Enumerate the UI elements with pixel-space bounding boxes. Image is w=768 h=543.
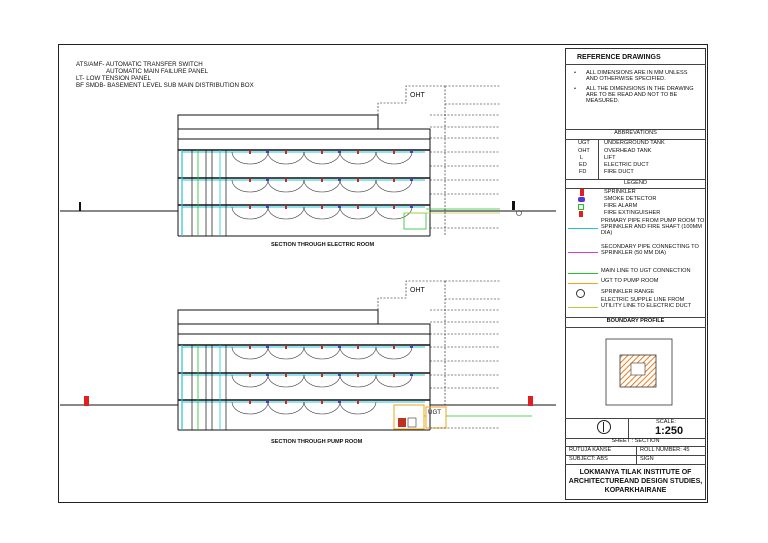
oht-label-pump: OHT [410,287,425,294]
ugt-pump-swatch [568,283,598,284]
abbr-text: LIFT [604,155,616,161]
legend-label: UGT TO PUMP ROOM [601,278,659,284]
ugt-label: UGT [428,409,442,416]
secondary-pipe-swatch [568,252,598,253]
legend-label: ELECTRIC SUPPLE LINE FROM UTILITY LINE T… [601,297,692,309]
abbr-code: UGT [578,140,590,146]
section-electric-room [60,85,556,237]
fire-alarm-icon [578,204,584,210]
abbr-text: UNDERGROUND TANK [604,140,665,146]
abbr-code: ED [579,162,587,168]
sprinkler-range-icon [576,289,585,298]
institute-name: LOKMANYA TILAK INSTITUTE OF ARCHITECTURE… [568,469,703,495]
legend-label: MAIN LINE TO UGT CONNECTION [601,268,691,274]
sprinkler-icon [580,189,584,196]
primary-pipe-swatch [568,228,598,229]
section-pump-room [60,280,556,431]
drawing-sheet [58,44,708,503]
main-line-swatch [568,273,598,274]
abbr-text: ELECTRIC DUCT [604,162,649,168]
boundary-title: BOUNDARY PROFILE [606,318,665,324]
note-ats: ATS/AMF- AUTOMATIC TRANSFER SWITCH [76,61,203,68]
legend-label: SPRINKLER [604,189,636,195]
legend-label: SMOKE DETECTOR [604,196,657,202]
abbreviations-title: ABBREVATIONS [614,130,657,136]
abbr-text: OVERHEAD TANK [604,148,652,154]
smoke-detector-icon [578,197,585,202]
reference-title: REFERENCE DRAWINGS [577,54,661,61]
sign-label: SIGN [640,456,654,462]
subject: SUBJECT: ABS [569,456,608,462]
scale-label: SCALE: [656,419,676,425]
legend-label: SECONDARY PIPE CONNECTING TO SPRINKLER (… [601,244,699,256]
legend-label: FIRE EXTINGUISHER [604,210,661,216]
reference-item: ALL DIMENSIONS ARE IN MM UNLESS AND OTHE… [586,70,688,82]
section-title-pump-room: SECTION THROUGH PUMP ROOM [271,439,363,445]
title-block [565,48,706,500]
legend-label: FIRE ALARM [604,203,638,209]
scale-value: 1:250 [655,425,684,437]
note-lt: LT- LOW TENSION PANEL [76,75,151,82]
section-title-electric-room: SECTION THROUGH ELECTRIC ROOM [271,242,375,248]
student-name: RUTUJA KANSE [569,447,612,453]
legend-label: SPRINKLER RANGE [601,289,655,295]
abbr-code: OHT [578,148,590,154]
abbr-text: FIRE DUCT [604,169,634,175]
reference-item: ALL THE DIMENSIONS IN THE DRAWING ARE TO… [586,86,694,104]
abbr-code: FD [579,169,587,175]
oht-label-electric: OHT [410,92,425,99]
north-arrow-icon [597,420,611,434]
electric-supply-swatch [568,307,598,308]
note-bf-smdb: BF SMDB- BASEMENT LEVEL SUB MAIN DISTRIB… [76,82,254,89]
legend-label: PRIMARY PIPE FROM PUMP ROOM TO SPRINKLER… [601,218,705,236]
boundary-profile-plot [605,338,673,406]
abbr-code: L [580,155,584,161]
roll-number: ROLL NUMBER: 45 [640,447,690,453]
fire-extinguisher-icon [579,211,583,217]
note-amf: AUTOMATIC MAIN FAILURE PANEL [106,68,209,75]
legend-title: LEGEND [623,180,647,186]
sheet-label: SHEET : SECTION [611,438,660,444]
